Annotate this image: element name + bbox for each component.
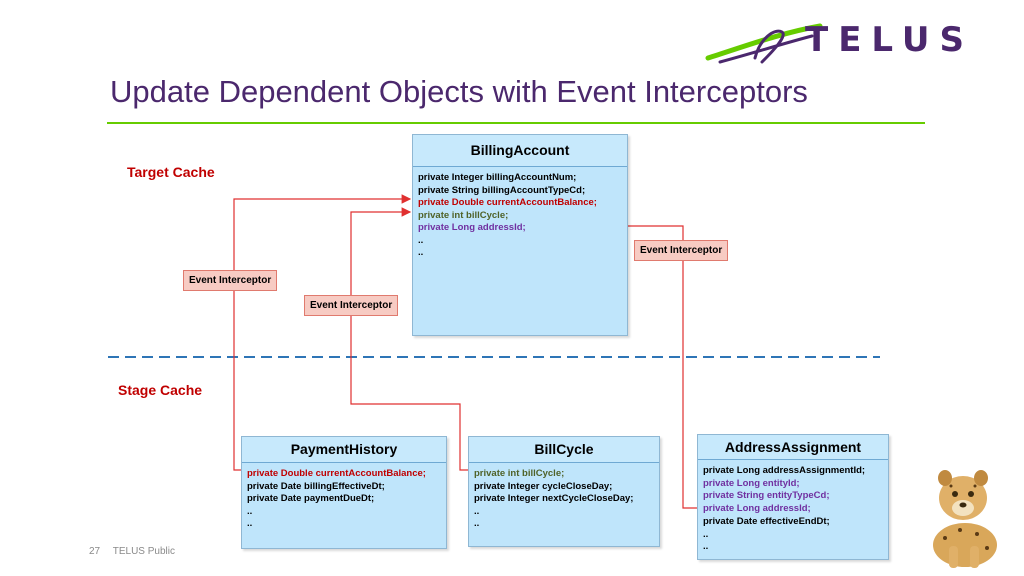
classification-label: TELUS Public <box>112 546 175 557</box>
page-number: 27 <box>89 546 101 557</box>
field: .. <box>418 234 424 246</box>
field: .. <box>703 541 709 553</box>
title-underline <box>107 122 925 124</box>
field: private Date paymentDueDt; <box>247 493 375 504</box>
stage-cache-label: Stage Cache <box>118 382 203 398</box>
field: .. <box>247 505 253 517</box>
field: private Date billingEffectiveDt; <box>247 480 385 492</box>
field: private Long addressId; <box>418 222 526 233</box>
telus-logo-text: TELUS <box>805 20 974 60</box>
field: private Date effectiveEndDt; <box>703 515 830 527</box>
field: private Long addressAssignmentId; <box>703 465 866 476</box>
connector-bill-cycle <box>350 207 468 471</box>
field: private int billCycle; <box>418 209 509 221</box>
connector-payment-history <box>233 194 412 471</box>
class-name: BillingAccount <box>413 135 627 167</box>
class-name: PaymentHistory <box>242 437 446 463</box>
field: private Double currentAccountBalance; <box>418 197 597 208</box>
class-address-assignment: AddressAssignment private Long addressAs… <box>697 434 889 560</box>
class-name: AddressAssignment <box>698 435 888 460</box>
field: private Long entityId; <box>703 477 800 489</box>
class-bill-cycle: BillCycle private int billCycle; private… <box>468 436 660 547</box>
field: private Integer nextCycleCloseDay; <box>474 493 634 504</box>
target-cache-label: Target Cache <box>127 164 215 180</box>
field: .. <box>703 528 709 540</box>
field: private Integer billingAccountNum; <box>418 172 577 183</box>
connector-address-assignment <box>580 221 698 509</box>
field: private Integer cycleCloseDay; <box>474 480 613 492</box>
field: private Double currentAccountBalance; <box>247 468 426 479</box>
slide-footer: 27 TELUS Public <box>89 546 185 557</box>
field: private int billCycle; <box>474 468 565 479</box>
field: private Long addressId; <box>703 503 811 515</box>
class-payment-history: PaymentHistory private Double currentAcc… <box>241 436 447 549</box>
field: private String entityTypeCd; <box>703 490 830 502</box>
cheetah-mascot-image <box>933 470 997 568</box>
event-interceptor-right: Event Interceptor <box>634 240 729 261</box>
field: .. <box>247 518 253 529</box>
event-interceptor-middle: Event Interceptor <box>304 295 399 316</box>
class-billing-account: BillingAccount private Integer billingAc… <box>412 134 628 336</box>
class-name: BillCycle <box>469 437 659 463</box>
telus-logo-mark <box>705 23 823 64</box>
field: .. <box>474 518 480 529</box>
page-title: Update Dependent Objects with Event Inte… <box>110 74 808 109</box>
field: private String billingAccountTypeCd; <box>418 184 586 196</box>
field: .. <box>474 505 480 517</box>
event-interceptor-left: Event Interceptor <box>183 270 278 291</box>
field: .. <box>418 247 424 258</box>
